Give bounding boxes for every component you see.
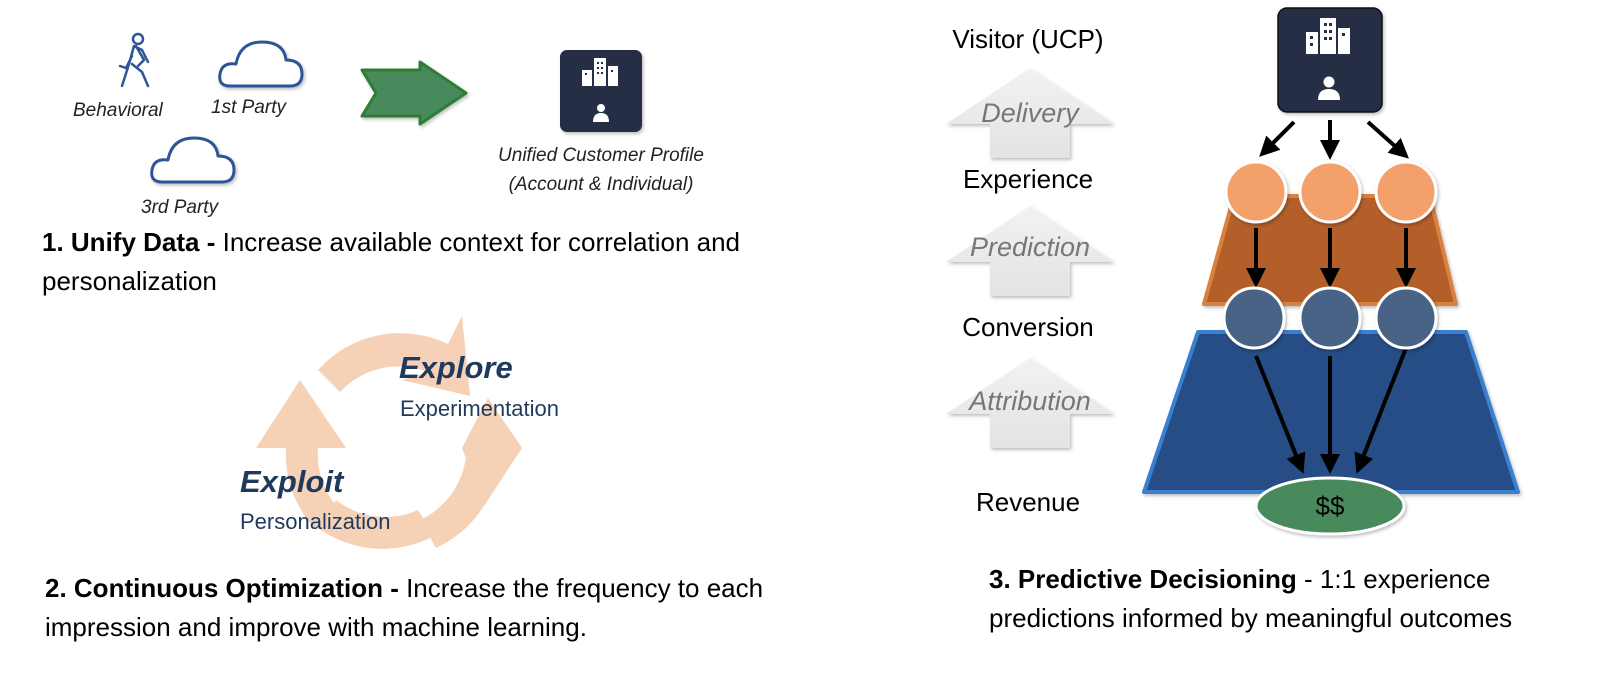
cloud-icon <box>218 40 304 88</box>
conversion-nodes <box>1222 286 1438 350</box>
cloud-icon <box>150 136 236 184</box>
section3-heading: 3. Predictive Decisioning - 1:1 experien… <box>989 560 1549 638</box>
source-first-party-label: 1st Party <box>211 97 286 118</box>
source-third-party-label: 3rd Party <box>141 197 219 218</box>
section1-heading-text: Increase available context for correlati… <box>42 227 741 296</box>
stage-visitor: Visitor (UCP) <box>952 24 1104 54</box>
visitor-profile-box <box>1277 7 1383 113</box>
up-arrow-icon <box>946 358 1114 448</box>
arrow-label-attribution: Attribution <box>969 386 1091 416</box>
stage-experience: Experience <box>962 164 1094 194</box>
up-arrow-icon <box>946 68 1114 158</box>
experience-nodes <box>1224 160 1438 224</box>
section2-heading-bold: 2. Continuous Optimization - <box>45 573 399 603</box>
explore-title: Explore <box>399 350 513 385</box>
person-icon <box>1318 76 1340 100</box>
section3-heading-text: - 1:1 experience predictions informed by… <box>989 564 1513 633</box>
revenue-outcome <box>1254 476 1406 536</box>
conversion-node <box>1298 286 1362 350</box>
explore-subtitle: Experimentation <box>400 396 559 421</box>
walking-person-icon <box>118 32 150 88</box>
conversion-node <box>1374 286 1438 350</box>
profile-label-line1: Unified Customer Profile <box>498 145 704 166</box>
building-icon <box>582 58 618 86</box>
section1-heading: 1. Unify Data - Increase available conte… <box>42 223 872 301</box>
exploit-subtitle: Personalization <box>240 509 391 534</box>
section2-heading: 2. Continuous Optimization - Increase th… <box>45 569 875 647</box>
section2-heading-text: Increase the frequency to each impressio… <box>45 573 764 642</box>
arrow-label-prediction: Prediction <box>969 232 1091 262</box>
experience-node <box>1374 160 1438 224</box>
profile-label-line2: (Account & Individual) <box>508 174 694 195</box>
person-icon <box>593 104 609 122</box>
profile-box <box>560 50 642 132</box>
cycle-arrows-icon <box>256 316 522 549</box>
conversion-node <box>1222 286 1286 350</box>
stage-revenue: Revenue <box>975 487 1081 517</box>
building-icon <box>1306 18 1350 54</box>
exploit-title: Exploit <box>240 464 344 499</box>
arrow-label-delivery: Delivery <box>981 98 1079 128</box>
flow-arrows <box>1246 120 1416 474</box>
right-arrow-icon <box>360 60 468 126</box>
section1-heading-bold: 1. Unify Data - <box>42 227 216 257</box>
up-arrow-icon <box>946 206 1114 296</box>
section3-heading-bold: 3. Predictive Decisioning <box>989 564 1297 594</box>
experience-node <box>1224 160 1288 224</box>
experience-node <box>1298 160 1362 224</box>
source-behavioral-label: Behavioral <box>73 100 163 121</box>
revenue-outcome-label: $$ <box>1315 491 1345 521</box>
stage-conversion: Conversion <box>962 312 1094 342</box>
